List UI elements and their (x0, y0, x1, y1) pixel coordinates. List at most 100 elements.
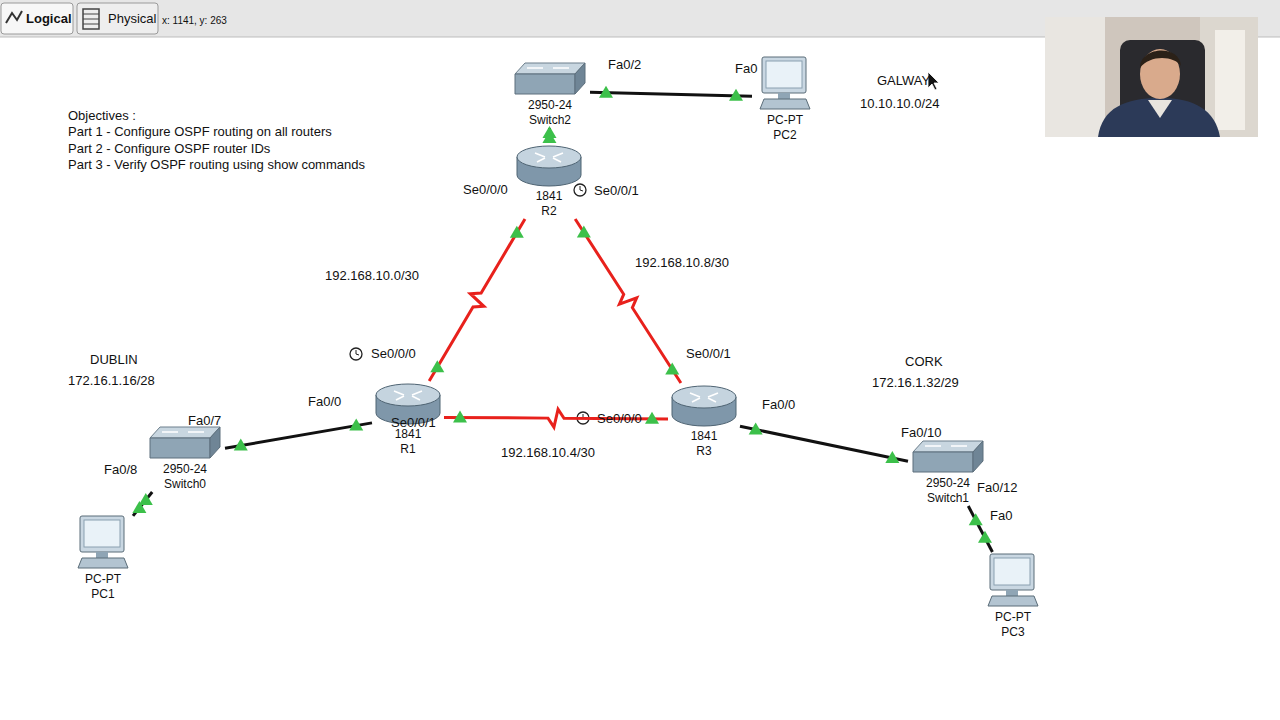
link-subnet: 192.168.10.8/30 (635, 255, 729, 271)
view-tab: Logical (26, 11, 72, 27)
switch-icon (513, 60, 587, 98)
link-status-light (132, 501, 146, 513)
pc-icon (986, 552, 1040, 610)
port-label: Fa0/0 (308, 394, 341, 410)
link-status-light (453, 411, 467, 423)
port-label: Se0/0/1 (686, 346, 731, 362)
ethernet-link (590, 86, 752, 101)
link-status-light (349, 419, 363, 431)
link-status-light (139, 493, 153, 505)
pc-icon (76, 514, 130, 572)
site-name: DUBLIN (90, 352, 138, 368)
link-line (575, 219, 681, 383)
link-status-light (430, 360, 444, 372)
device-name: PC2 (773, 128, 796, 143)
switch-device: 2950-24Switch2 (510, 60, 590, 128)
view-tab: Physical (108, 11, 156, 27)
objectives-heading: Objectives : (68, 108, 136, 124)
subnet-label: 172.16.1.16/28 (68, 373, 155, 389)
device-model: 2950-24 (528, 98, 572, 113)
clock-icon (574, 184, 586, 196)
switch-icon (148, 424, 222, 462)
port-label: Fa0/7 (188, 413, 221, 429)
ethernet-link (132, 492, 152, 516)
link-status-light (969, 513, 983, 525)
logical-button (1, 3, 73, 34)
pc-device: PC-PTPC1 (73, 514, 133, 602)
switch-device: 2950-24Switch1 (908, 438, 988, 506)
device-name: R2 (541, 204, 556, 219)
device-model: 1841 (691, 429, 718, 444)
link-line (590, 92, 752, 96)
link-status-light (885, 451, 899, 463)
port-label: Se0/0/1 (391, 415, 436, 431)
link-line (133, 492, 152, 516)
serial-link (444, 409, 668, 427)
pc-icon (758, 55, 812, 113)
port-label: Fa0/2 (608, 57, 641, 73)
device-model: 2950-24 (926, 476, 970, 491)
port-label: Fa0 (990, 508, 1012, 524)
objective-item: Part 1 - Configure OSPF routing on all r… (68, 124, 332, 140)
router-icon (515, 143, 583, 189)
device-model: 1841 (536, 189, 563, 204)
port-label: Fa0 (735, 61, 757, 77)
port-label: Se0/0/0 (463, 182, 508, 198)
device-name: PC3 (1001, 625, 1024, 640)
link-subnet: 192.168.10.0/30 (325, 268, 419, 284)
device-model: PC-PT (995, 610, 1031, 625)
device-name: R1 (400, 442, 415, 457)
webcam-overlay (1045, 17, 1258, 137)
switch-icon (911, 438, 985, 476)
physical-icon (83, 9, 99, 29)
port-label: Fa0/0 (762, 397, 795, 413)
device-name: Switch1 (927, 491, 969, 506)
cursor-coordinates: x: 1141, y: 263 (162, 13, 227, 29)
ethernet-link (968, 506, 992, 552)
device-model: PC-PT (767, 113, 803, 128)
link-subnet: 192.168.10.4/30 (501, 445, 595, 461)
physical-button (77, 3, 158, 34)
subnet-label: 10.10.10.0/24 (860, 96, 940, 112)
link-status-light (749, 423, 763, 435)
device-name: Switch0 (164, 477, 206, 492)
site-name: GALWAY (877, 73, 930, 89)
switch-device: 2950-24Switch0 (145, 424, 225, 492)
link-status-light (234, 439, 248, 451)
device-name: R3 (696, 444, 711, 459)
link-status-light (665, 363, 679, 375)
link-status-light (978, 531, 992, 543)
link-line (968, 506, 992, 552)
link-status-light (645, 412, 659, 424)
link-line (429, 219, 525, 381)
pc-device: PC-PTPC3 (983, 552, 1043, 640)
port-label: Se0/0/1 (594, 183, 639, 199)
objective-item: Part 3 - Verify OSPF routing using show … (68, 157, 365, 173)
link-status-light (542, 131, 556, 143)
ethernet-link (740, 423, 908, 463)
port-label: Fa0/8 (104, 462, 137, 478)
objective-item: Part 2 - Configure OSPF router IDs (68, 141, 270, 157)
logical-icon (6, 11, 22, 23)
link-line (740, 426, 908, 461)
ethernet-link (542, 126, 556, 143)
device-name: PC1 (91, 587, 114, 602)
subnet-label: 172.16.1.32/29 (872, 375, 959, 391)
link-status-light (577, 225, 591, 237)
port-label: Se0/0/0 (371, 346, 416, 362)
link-line (225, 423, 372, 448)
device-name: Switch2 (529, 113, 571, 128)
ethernet-link (225, 419, 372, 451)
site-name: CORK (905, 354, 943, 370)
router-device: 1841R2 (515, 143, 583, 219)
port-label: Fa0/12 (977, 480, 1017, 496)
link-status-light (599, 86, 613, 98)
serial-link (575, 219, 681, 383)
device-model: PC-PT (85, 572, 121, 587)
port-label: Fa0/10 (901, 425, 941, 441)
link-line (444, 409, 668, 427)
pc-device: PC-PTPC2 (752, 55, 818, 143)
